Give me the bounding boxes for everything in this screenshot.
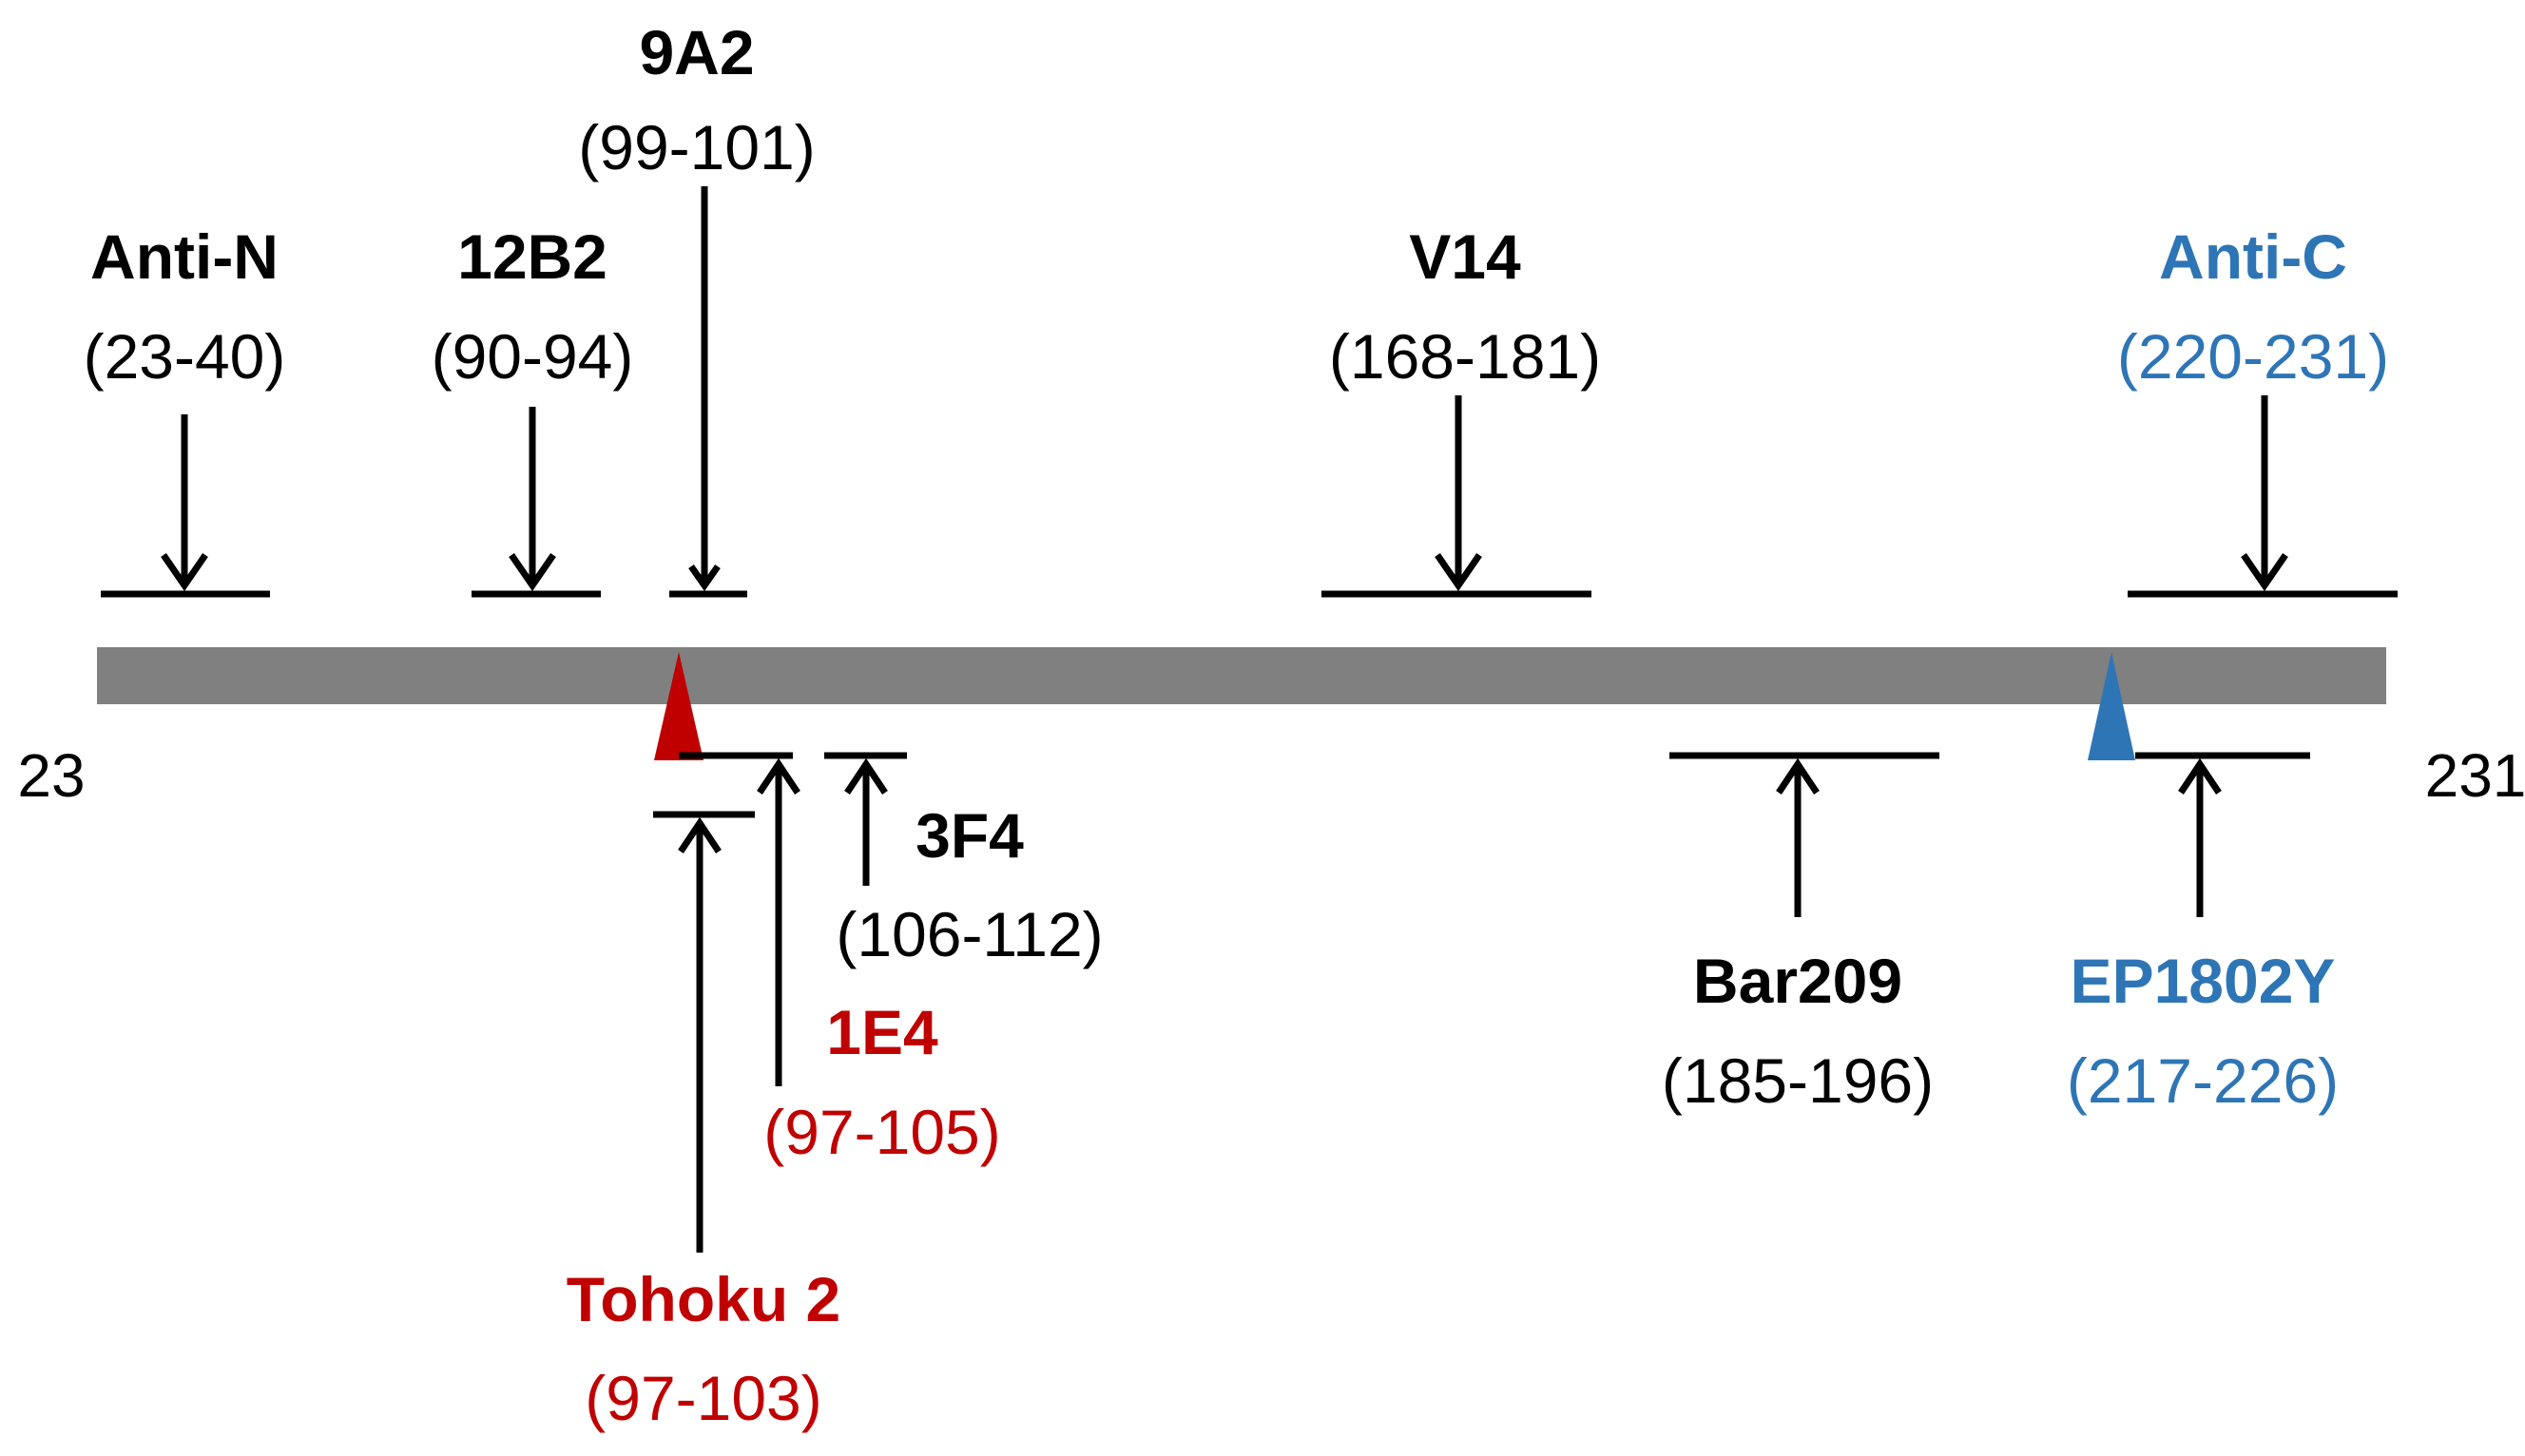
antibody-tohoku-2: Tohoku 2 (97-103)	[567, 811, 840, 1433]
antibody-name: 12B2	[457, 221, 607, 292]
up-arrow-icon	[844, 757, 888, 795]
up-arrow-icon	[757, 757, 800, 795]
antibody-ep1802y: EP1802Y (217-226)	[2067, 752, 2339, 1116]
antibody-name: Anti-N	[90, 221, 279, 292]
up-arrow-icon	[1776, 757, 1820, 795]
down-arrow-icon	[1435, 553, 1482, 592]
antibody-12b2: 12B2 (90-94)	[432, 221, 634, 598]
antibody-name: 3F4	[916, 800, 1024, 871]
antibody-range: (168-181)	[1329, 321, 1601, 392]
down-arrow-icon	[688, 564, 721, 592]
start-residue-label: 23	[17, 741, 85, 810]
blue-residue-marker	[2088, 652, 2135, 760]
antibody-range: (97-103)	[585, 1363, 821, 1433]
protein-bar	[97, 647, 2386, 704]
antibody-range: (217-226)	[2067, 1045, 2339, 1116]
antibody-range: (185-196)	[1662, 1045, 1934, 1116]
antibody-anti-c: Anti-C (220-231)	[2117, 221, 2398, 598]
antibody-name: 9A2	[639, 17, 754, 87]
antibody-range: (106-112)	[836, 899, 1103, 969]
antibody-range: (99-101)	[578, 112, 815, 182]
down-arrow-icon	[2241, 553, 2288, 592]
antibody-1e4: 1E4 (97-105)	[679, 752, 1001, 1167]
antibody-name: EP1802Y	[2071, 946, 2336, 1016]
antibody-9a2: 9A2 (99-101)	[578, 17, 816, 598]
antibody-range: (97-105)	[763, 1097, 1000, 1167]
red-residue-marker	[654, 652, 704, 760]
antibody-name: Bar209	[1693, 946, 1902, 1016]
down-arrow-icon	[509, 553, 556, 592]
antibody-range: (220-231)	[2117, 321, 2389, 392]
antibody-range: (23-40)	[84, 321, 286, 392]
antibody-name: V14	[1409, 221, 1521, 292]
antibody-anti-n: Anti-N (23-40)	[84, 221, 286, 598]
up-arrow-icon	[2178, 757, 2222, 795]
antibody-range: (90-94)	[432, 321, 634, 392]
antibody-v14: V14 (168-181)	[1321, 221, 1601, 598]
antibody-bar209: Bar209 (185-196)	[1662, 752, 1939, 1116]
up-arrow-icon	[678, 816, 722, 853]
antibody-3f4: 3F4 (106-112)	[824, 752, 1104, 969]
antibody-name: Tohoku 2	[567, 1264, 840, 1334]
end-residue-label: 231	[2425, 741, 2525, 810]
antibody-name: Anti-C	[2159, 221, 2347, 292]
antibody-name: 1E4	[826, 997, 938, 1067]
down-arrow-icon	[161, 553, 208, 592]
